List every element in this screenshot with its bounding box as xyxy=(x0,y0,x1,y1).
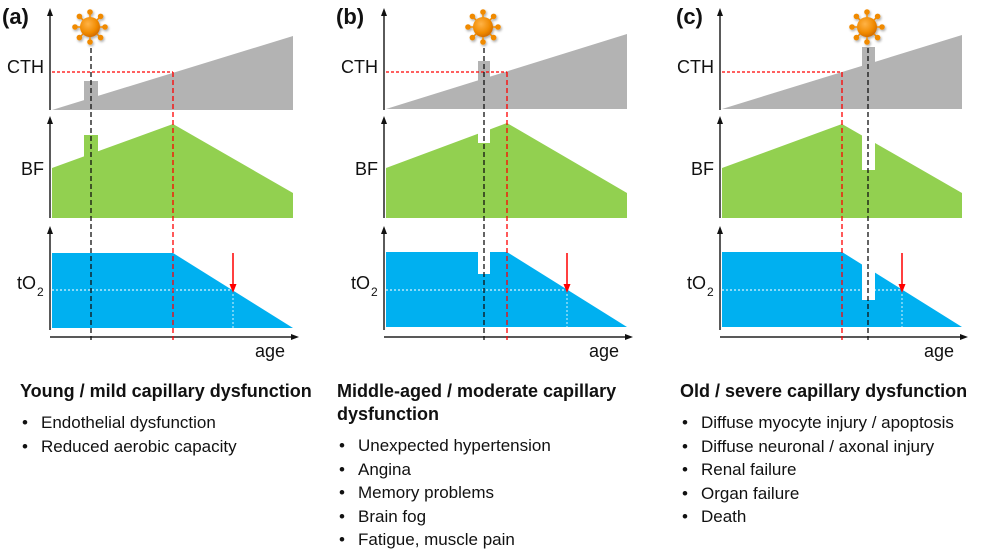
symptom-item: Fatigue, muscle pain xyxy=(337,528,657,552)
symptom-list-a: Endothelial dysfunction Reduced aerobic … xyxy=(20,411,340,458)
stage-title-b: Middle-aged / moderate capillary dysfunc… xyxy=(337,381,617,424)
bf-axis-label: BF xyxy=(21,159,44,179)
pathogen-spike-tip xyxy=(490,34,497,41)
pathogen-spike-tip xyxy=(76,13,83,20)
pathogen-spike-tip xyxy=(864,9,870,15)
pathogen-spike-tip xyxy=(97,13,104,20)
pathogen-spike-tip xyxy=(97,34,104,41)
symptom-item: Angina xyxy=(337,458,657,482)
symptom-item: Unexpected hypertension xyxy=(337,434,657,458)
pathogen-spike-tip xyxy=(87,9,93,15)
pathogen-spike-tip xyxy=(76,34,83,41)
age-axis-label: age xyxy=(255,341,285,361)
stage-panel-a: Young / mild capillary dysfunction Endot… xyxy=(20,380,340,458)
pathogen-spike-tip xyxy=(849,24,855,30)
pathogen-spike-tip xyxy=(864,39,870,45)
pathogen-spike-tip xyxy=(465,24,471,30)
symptom-item: Diffuse myocyte injury / apoptosis xyxy=(680,411,1000,435)
to2-axis-subscript: 2 xyxy=(707,285,714,299)
pathogen-spike-tip xyxy=(490,13,497,20)
cth-axis-label: CTH xyxy=(677,57,714,77)
cth-area xyxy=(722,35,962,109)
pathogen-spike-tip xyxy=(469,34,476,41)
pathogen-spike-tip xyxy=(72,24,78,30)
pathogen-icon xyxy=(849,9,885,45)
to2-axis-label: tO xyxy=(351,273,370,293)
pathogen-spike-tip xyxy=(853,34,860,41)
pathogen-body xyxy=(473,17,493,37)
symptom-item: Diffuse neuronal / axonal injury xyxy=(680,435,1000,459)
to2-axis-label: tO xyxy=(687,273,706,293)
pathogen-spike-tip xyxy=(480,39,486,45)
cth-axis-label: CTH xyxy=(341,57,378,77)
symptom-list-c: Diffuse myocyte injury / apoptosis Diffu… xyxy=(680,411,1000,529)
symptom-item: Reduced aerobic capacity xyxy=(20,435,340,459)
pathogen-spike-tip xyxy=(480,9,486,15)
pathogen-spike-tip xyxy=(874,13,881,20)
pathogen-body xyxy=(857,17,877,37)
cth-axis-label: CTH xyxy=(7,57,44,77)
bf-axis-label: BF xyxy=(691,159,714,179)
age-axis-label: age xyxy=(924,341,954,361)
symptom-item: Renal failure xyxy=(680,458,1000,482)
cth-area xyxy=(386,34,627,109)
pathogen-spike-tip xyxy=(87,39,93,45)
to2-axis-subscript: 2 xyxy=(371,285,378,299)
stage-panel-c: Old / severe capillary dysfunction Diffu… xyxy=(680,380,1000,529)
symptom-list-b: Unexpected hypertension Angina Memory pr… xyxy=(337,434,657,552)
symptom-item: Death xyxy=(680,505,1000,529)
panel-label-b: (b) xyxy=(336,4,364,29)
to2-axis-subscript: 2 xyxy=(37,285,44,299)
pathogen-spike-tip xyxy=(874,34,881,41)
stage-title-c: Old / severe capillary dysfunction xyxy=(680,381,968,401)
pathogen-spike-tip xyxy=(102,24,108,30)
pathogen-spike-tip xyxy=(879,24,885,30)
pathogen-icon xyxy=(72,9,108,45)
to2-axis-label: tO xyxy=(17,273,36,293)
stage-title-a: Young / mild capillary dysfunction xyxy=(20,381,312,401)
age-axis-label: age xyxy=(589,341,619,361)
symptom-item: Brain fog xyxy=(337,505,657,529)
pathogen-icon xyxy=(465,9,501,45)
pathogen-body xyxy=(80,17,100,37)
bf-axis-label: BF xyxy=(355,159,378,179)
pathogen-spike-tip xyxy=(469,13,476,20)
pathogen-spike-tip xyxy=(495,24,501,30)
symptom-item: Memory problems xyxy=(337,481,657,505)
symptom-item: Endothelial dysfunction xyxy=(20,411,340,435)
panel-label-a: (a) xyxy=(2,4,29,29)
stage-panel-b: Middle-aged / moderate capillary dysfunc… xyxy=(337,380,657,552)
pathogen-spike-tip xyxy=(853,13,860,20)
symptom-item: Organ failure xyxy=(680,482,1000,506)
panel-label-c: (c) xyxy=(676,4,703,29)
